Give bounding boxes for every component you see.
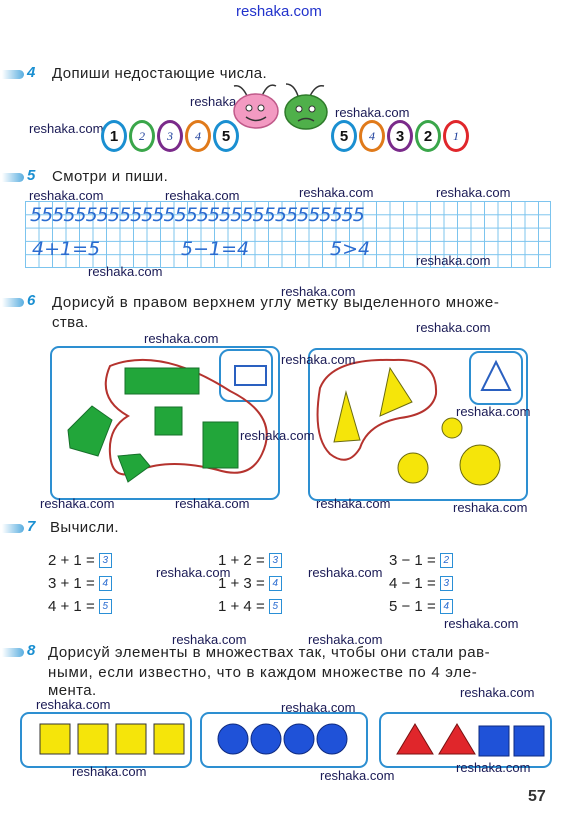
watermark: reshaka.com [316, 496, 391, 511]
watermark: reshaka.com [29, 188, 104, 203]
watermark: reshaka.com [308, 565, 383, 580]
watermark: reshaka.com [335, 105, 410, 120]
equation-expr: 1 + 4 = [218, 598, 265, 615]
watermark: reshaka.com [460, 685, 535, 700]
watermark: reshaka.com [436, 185, 511, 200]
task8-number: 8 [27, 642, 36, 659]
equation: 1 + 2 =3 [218, 552, 282, 569]
bead: 4 [359, 120, 385, 152]
task7-text: Вычисли. [50, 519, 119, 536]
answer-box: 4 [98, 576, 112, 591]
task5-marker [2, 173, 24, 182]
equation-expr: 3 + 1 = [48, 575, 95, 592]
equation-expr: 3 − 1 = [389, 552, 436, 569]
task7-marker [2, 524, 24, 533]
answer-box: 3 [439, 576, 453, 591]
bead: 2 [129, 120, 155, 152]
equation: 4 − 1 =3 [389, 575, 453, 592]
written-expression: 5−1=4 [181, 238, 250, 260]
task8-text: ными, если известно, что в каждом множес… [48, 664, 478, 681]
equation: 3 − 1 =2 [389, 552, 453, 569]
green-set-illustration [67, 349, 273, 483]
answer-box: 3 [268, 553, 282, 568]
task8-text: мента. [48, 682, 97, 699]
equation: 1 + 3 =4 [218, 575, 282, 592]
watermark: reshaka.com [144, 331, 219, 346]
watermark: reshaka.com [320, 768, 395, 783]
bead: 5 [213, 120, 239, 152]
copybook-grid [25, 201, 551, 268]
task6-text: Дорисуй в правом верхнем углу метку выде… [52, 294, 500, 311]
watermark: reshaka.com [88, 264, 163, 279]
watermark: reshaka.com [240, 428, 315, 443]
task8-marker [2, 648, 24, 657]
equation-expr: 1 + 2 = [218, 552, 265, 569]
bead: 2 [415, 120, 441, 152]
written-expression: 5>4 [330, 238, 371, 260]
watermark: reshaka.com [453, 500, 528, 515]
answer-box: 4 [268, 576, 282, 591]
answer-box: 3 [98, 553, 112, 568]
bead: 3 [387, 120, 413, 152]
equation-expr: 4 − 1 = [389, 575, 436, 592]
mixed-shapes-illustration [396, 723, 545, 757]
digit-row: 5 5 5 5 5 5 5 5 5 5 5 5 5 5 5 5 5 5 5 5 … [30, 204, 365, 226]
task6-text: ства. [52, 314, 89, 331]
yellow-set-illustration [316, 351, 523, 486]
equation: 2 + 1 =3 [48, 552, 112, 569]
task8-text: Дорисуй элементы в множествах так, чтобы… [48, 644, 491, 661]
watermark: reshaka.com [36, 697, 111, 712]
task4-marker [2, 70, 24, 79]
equation: 4 + 1 =5 [48, 598, 112, 615]
watermark: reshaka.com [456, 404, 531, 419]
watermark: reshaka.com [416, 320, 491, 335]
bead: 1 [101, 120, 127, 152]
bead: 4 [185, 120, 211, 152]
task5-number: 5 [27, 167, 36, 184]
watermark: reshaka.com [281, 700, 356, 715]
equation-expr: 5 − 1 = [389, 598, 436, 615]
page-number: 57 [528, 788, 546, 805]
watermark-top: reshaka.com [236, 3, 322, 20]
watermark: reshaka.com [281, 352, 356, 367]
blue-circles-illustration [217, 723, 348, 755]
watermark: reshaka.com [175, 496, 250, 511]
watermark: reshaka.com [416, 253, 491, 268]
bead: 5 [331, 120, 357, 152]
bead: 3 [157, 120, 183, 152]
equation: 3 + 1 =4 [48, 575, 112, 592]
watermark: reshaka.com [456, 760, 531, 775]
equation: 5 − 1 =4 [389, 598, 453, 615]
watermark: reshaka.com [72, 764, 147, 779]
task4-text: Допиши недостающие числа. [52, 65, 268, 82]
watermark: reshaka.com [29, 121, 104, 136]
bead: 1 [443, 120, 469, 152]
watermark: reshaka.com [308, 632, 383, 647]
caterpillar-heads-illustration [233, 83, 328, 130]
task7-number: 7 [27, 518, 36, 535]
equation-expr: 1 + 3 = [218, 575, 265, 592]
answer-box: 5 [98, 599, 112, 614]
task6-marker [2, 298, 24, 307]
task6-number: 6 [27, 292, 36, 309]
task5-text: Смотри и пиши. [52, 168, 169, 185]
equation-expr: 2 + 1 = [48, 552, 95, 569]
answer-box: 4 [439, 599, 453, 614]
yellow-squares-illustration [39, 723, 185, 755]
watermark: reshaka.com [172, 632, 247, 647]
answer-box: 5 [268, 599, 282, 614]
equation: 1 + 4 =5 [218, 598, 282, 615]
watermark: reshaka.com [165, 188, 240, 203]
watermark: reshaka.com [281, 284, 356, 299]
watermark: reshaka.com [444, 616, 519, 631]
watermark: reshaka.com [299, 185, 374, 200]
watermark: reshaka.com [40, 496, 115, 511]
watermark: reshaka.com [156, 565, 231, 580]
written-expression: 4+1=5 [32, 238, 101, 260]
answer-box: 2 [439, 553, 453, 568]
equation-expr: 4 + 1 = [48, 598, 95, 615]
task4-number: 4 [27, 64, 36, 81]
